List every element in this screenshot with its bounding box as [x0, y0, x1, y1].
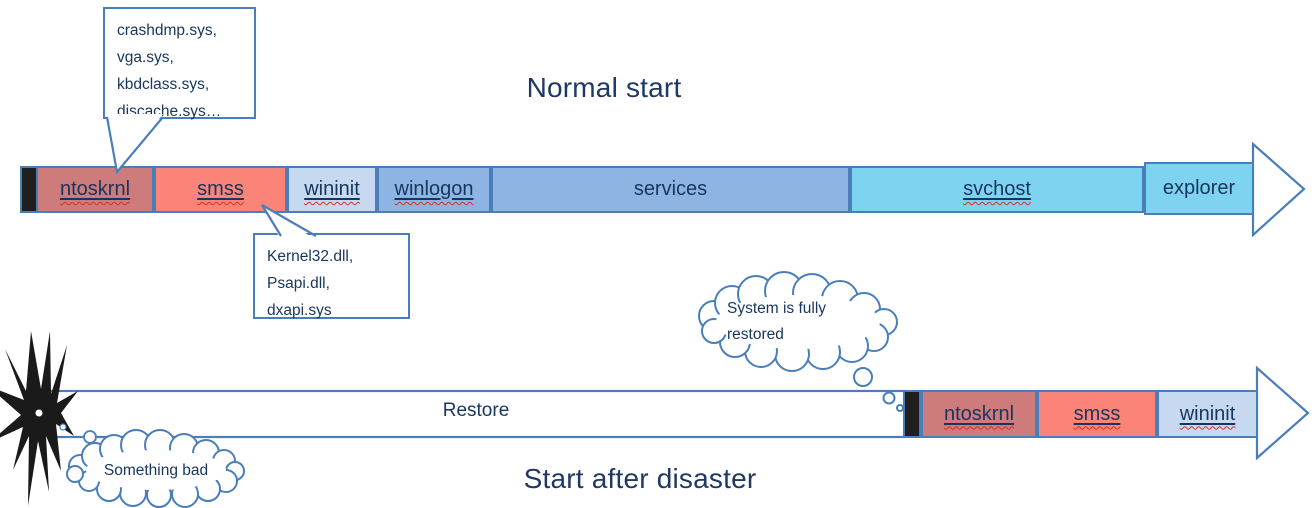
- disaster-bar-start-marker: [903, 390, 921, 438]
- segment-label: services: [633, 178, 708, 200]
- callout-line: crashdmp.sys,: [117, 22, 217, 39]
- restore-label: Restore: [442, 400, 510, 421]
- start-after-disaster-title: Start after disaster: [523, 463, 757, 494]
- something-bad-cloud-text: Something bad: [103, 462, 209, 479]
- callout-line: discache.sys…: [117, 103, 222, 120]
- segment-label: smss: [1073, 402, 1121, 425]
- callout-line: Kernel32.dll,: [267, 248, 354, 265]
- callout-line: Psapi.dll,: [267, 275, 330, 292]
- smss-modules-callout: Kernel32.dll, Psapi.dll, dxapi.sys: [253, 233, 410, 319]
- segment-wininit: wininit: [287, 166, 377, 213]
- segment-smss-disaster: smss: [1037, 390, 1157, 438]
- callout-line: dxapi.sys: [267, 302, 332, 319]
- callout-line: kbdclass.sys,: [117, 76, 210, 93]
- segment-services: services: [491, 166, 850, 213]
- disaster-arrowhead-icon: [1255, 365, 1310, 461]
- restored-cloud-text: System is fully restored: [727, 300, 827, 343]
- segment-wininit-disaster: wininit: [1157, 390, 1258, 438]
- segment-label: ntoskrnl: [59, 178, 131, 200]
- segment-label: explorer: [1162, 177, 1236, 199]
- segment-smss: smss: [154, 166, 287, 213]
- segment-svchost: svchost: [850, 166, 1144, 213]
- segment-winlogon: winlogon: [377, 166, 491, 213]
- segment-ntoskrnl-disaster: ntoskrnl: [921, 390, 1037, 438]
- segment-label: ntoskrnl: [943, 402, 1015, 425]
- segment-label: winlogon: [394, 178, 474, 200]
- segment-ntoskrnl: ntoskrnl: [36, 166, 154, 213]
- segment-label: svchost: [963, 178, 1031, 200]
- normal-start-title: Normal start: [526, 72, 682, 103]
- ntoskrnl-drivers-callout: crashdmp.sys, vga.sys, kbdclass.sys, dis…: [103, 7, 256, 120]
- segment-label: wininit: [304, 178, 360, 200]
- normal-start-arrowhead-icon: [1251, 141, 1306, 238]
- segment-explorer: explorer: [1144, 162, 1254, 215]
- segment-label: wininit: [1179, 402, 1236, 425]
- callout-line: vga.sys,: [117, 49, 174, 66]
- segment-label: smss: [197, 178, 244, 200]
